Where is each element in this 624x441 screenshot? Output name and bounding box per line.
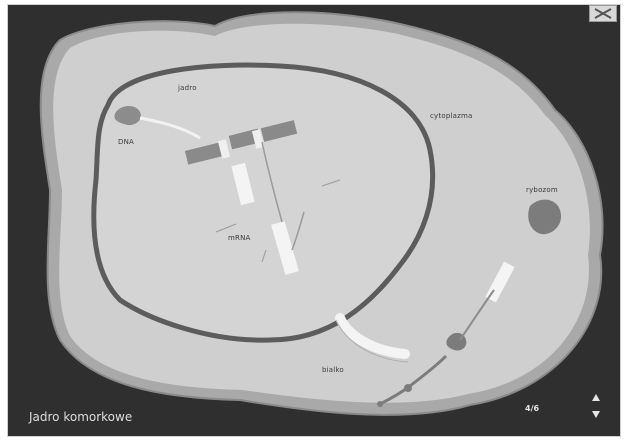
page-indicator: 4/6 [525, 404, 539, 413]
label-dna: DNA [118, 138, 134, 146]
label-cytoplasm: cytoplazma [430, 112, 472, 120]
close-button[interactable] [589, 5, 617, 22]
next-button[interactable] [590, 408, 602, 420]
arrow-down-icon [590, 408, 602, 420]
protein-node [377, 401, 383, 407]
slide-caption: Jadro komorkowe [29, 410, 132, 424]
label-nucleus: jadro [178, 84, 197, 92]
close-icon [593, 8, 613, 19]
label-protein: bialko [322, 366, 344, 374]
arrow-up-icon [590, 392, 602, 404]
protein-node [404, 384, 412, 392]
prev-button[interactable] [590, 392, 602, 404]
label-ribosome: rybozom [526, 186, 558, 194]
label-mrna: mRNA [228, 234, 251, 242]
